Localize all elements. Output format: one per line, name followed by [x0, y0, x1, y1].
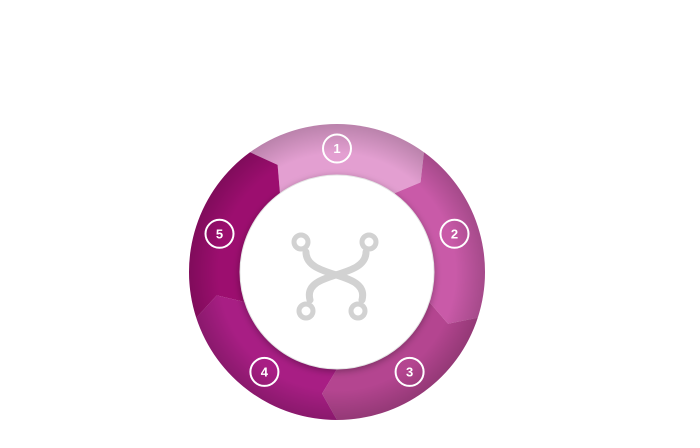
step-badge-1: 1	[322, 133, 352, 164]
step-badge-5: 5	[204, 218, 235, 249]
step-number-4: 4	[261, 364, 269, 379]
step-badge-4: 4	[249, 356, 280, 387]
step-number-5: 5	[216, 226, 223, 241]
step-number-1: 1	[333, 141, 340, 156]
step-number-3: 3	[406, 364, 413, 379]
step-badge-3: 3	[394, 356, 425, 387]
step-badge-2: 2	[439, 218, 470, 249]
step-number-2: 2	[451, 226, 458, 241]
center-hole-edge	[239, 174, 435, 370]
crossing-paths-icon	[291, 232, 379, 321]
